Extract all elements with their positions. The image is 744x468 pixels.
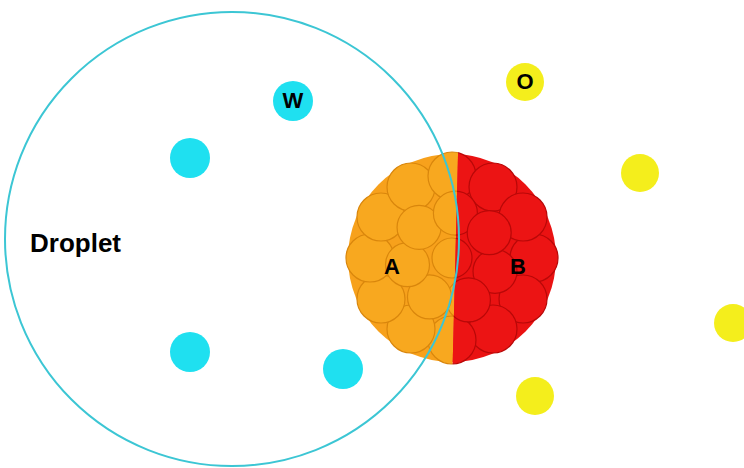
particle-bump [510, 234, 558, 282]
particle-bump [510, 234, 558, 282]
water-molecules [170, 138, 363, 389]
droplet-boundary [5, 12, 459, 466]
node-label: O [516, 69, 533, 95]
particle-bump [467, 211, 511, 255]
particle-bump [432, 238, 472, 278]
region-label: Droplet [30, 228, 121, 259]
particle-bump [446, 278, 490, 322]
particle-bump [467, 211, 511, 255]
particle-bump [387, 305, 435, 353]
particle-bump [407, 275, 451, 319]
particle-bump [357, 275, 405, 323]
particle-bump [387, 163, 435, 211]
node-label: A [384, 254, 400, 280]
particle-face: A [370, 248, 414, 286]
node-label: B [510, 254, 526, 280]
particle-bump [387, 163, 435, 211]
water-molecule: W [273, 81, 313, 121]
particle-bump [397, 205, 441, 249]
oil-molecule: O [506, 63, 544, 101]
particle-bump [446, 278, 490, 322]
particle-bump [428, 152, 476, 200]
particle-bump [357, 193, 405, 241]
node-label: W [283, 88, 304, 114]
particle-bump [432, 238, 472, 278]
particle-face: B [496, 248, 540, 286]
droplet-outline: Droplet W [4, 11, 460, 467]
